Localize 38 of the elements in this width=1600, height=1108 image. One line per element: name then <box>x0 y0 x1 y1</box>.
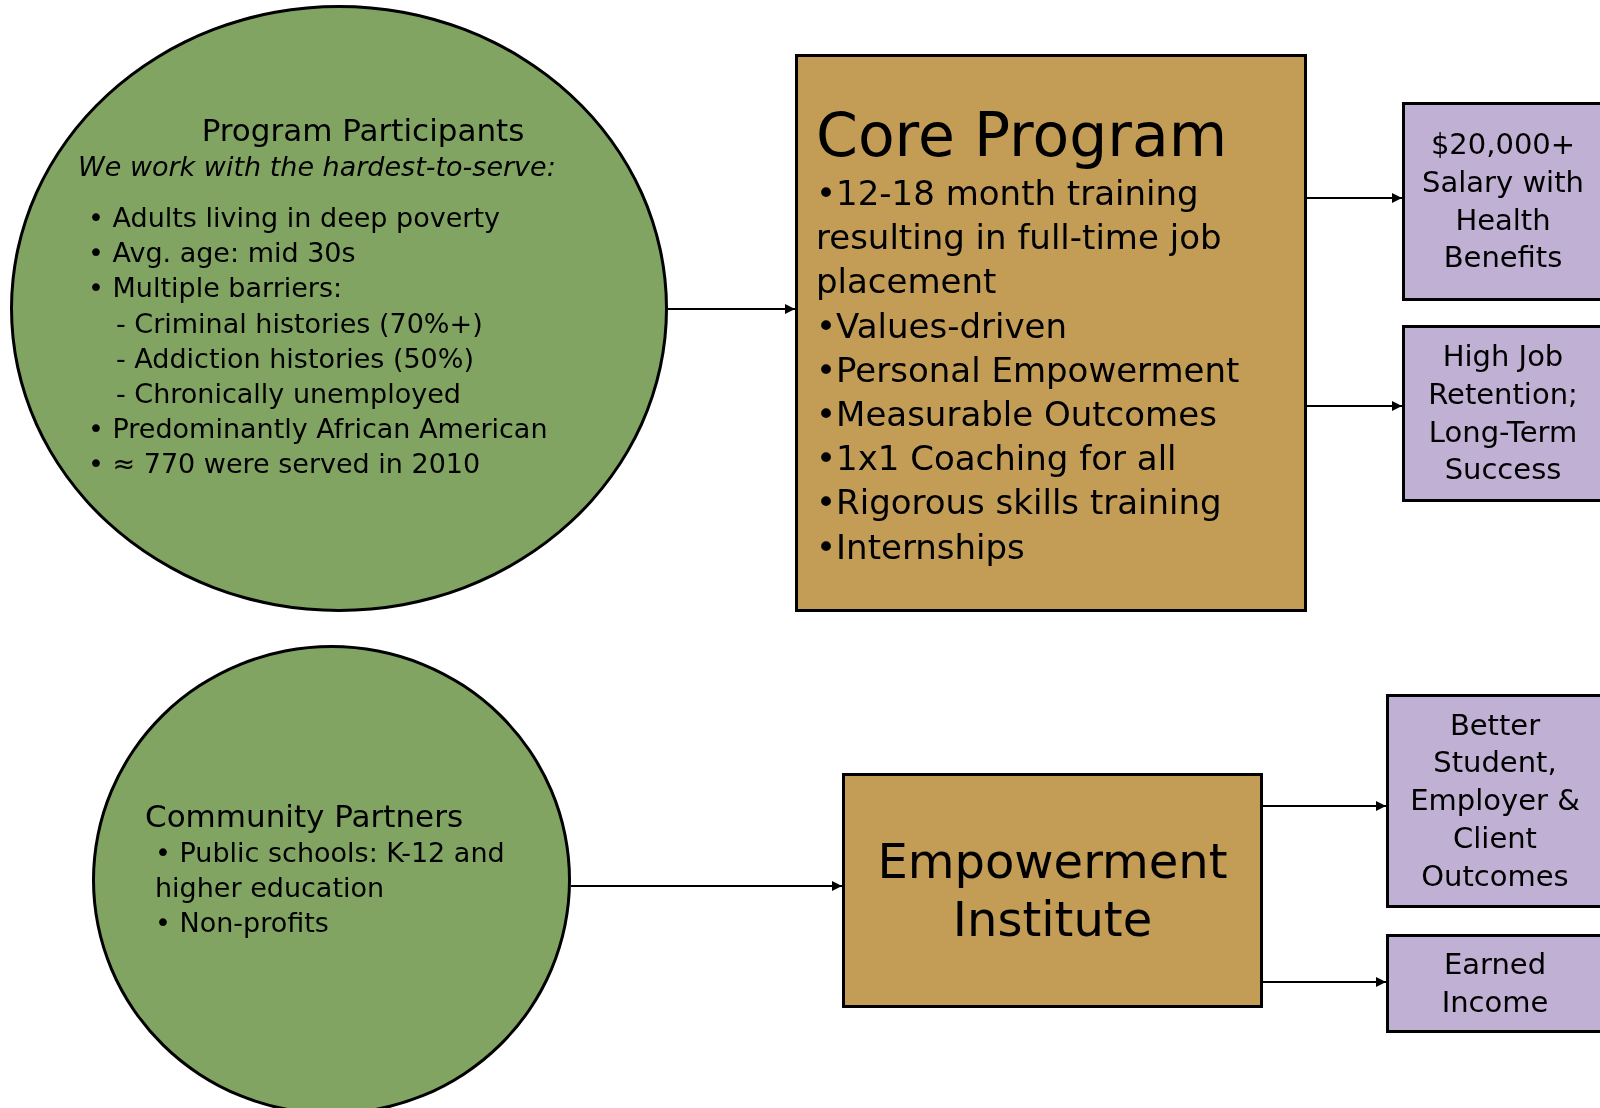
box-label: Empowerment Institute <box>876 832 1229 949</box>
bullet-item: • Avg. age: mid 30s <box>88 236 357 271</box>
arrow <box>667 304 796 314</box>
arrow <box>1306 401 1403 411</box>
subtitle: We work with the hardest-to-serve: <box>78 150 557 185</box>
bullet-item: •Measurable Outcomes <box>816 392 1218 436</box>
arrow <box>1262 977 1387 987</box>
process-box <box>842 773 1263 1008</box>
box-label: High Job Retention; Long-Term Success <box>1427 338 1579 489</box>
bullet-item: •Personal Empowerment <box>816 348 1241 392</box>
heading: Community Partners <box>145 798 465 836</box>
heading: Program Participants <box>200 112 526 150</box>
arrow <box>570 881 843 891</box>
box-label: $20,000+ Salary with Health Benefits <box>1421 126 1585 277</box>
bullet-item: •12-18 month training resulting in full-time job placement <box>816 172 1223 304</box>
outcome-box <box>1386 694 1600 908</box>
process-box <box>795 54 1307 612</box>
sub-item: - Criminal histories (70%+) <box>116 306 484 341</box>
bullet-item: •Rigorous skills training <box>816 481 1223 525</box>
box-label: Better Student, Employer & Client Outcomes <box>1409 706 1581 895</box>
outcome-box <box>1386 934 1600 1033</box>
outcome-box <box>1402 325 1600 502</box>
bullet-item: •1x1 Coaching for all <box>816 437 1178 481</box>
heading: Core Program <box>816 99 1229 171</box>
bullet-item: • Predominantly African American <box>88 411 549 446</box>
sub-item: - Addiction histories (50%) <box>116 341 475 376</box>
box-label: Earned Income <box>1440 945 1550 1021</box>
bullet-item: • ≈ 770 were served in 2010 <box>88 446 482 481</box>
arrow <box>1262 801 1387 811</box>
sub-item: - Chronically unemployed <box>116 376 462 411</box>
arrow <box>1306 193 1403 203</box>
bullet-item: •Values-driven <box>816 304 1068 348</box>
bullet-item: • Non-profits <box>155 906 330 941</box>
bullet-item: • Public schools: K-12 and higher education <box>155 836 506 906</box>
bullet-item: • Adults living in deep poverty <box>88 201 501 236</box>
bullet-item: •Internships <box>816 525 1026 569</box>
bullet-item: • Multiple barriers: <box>88 271 344 306</box>
outcome-box <box>1402 102 1600 301</box>
